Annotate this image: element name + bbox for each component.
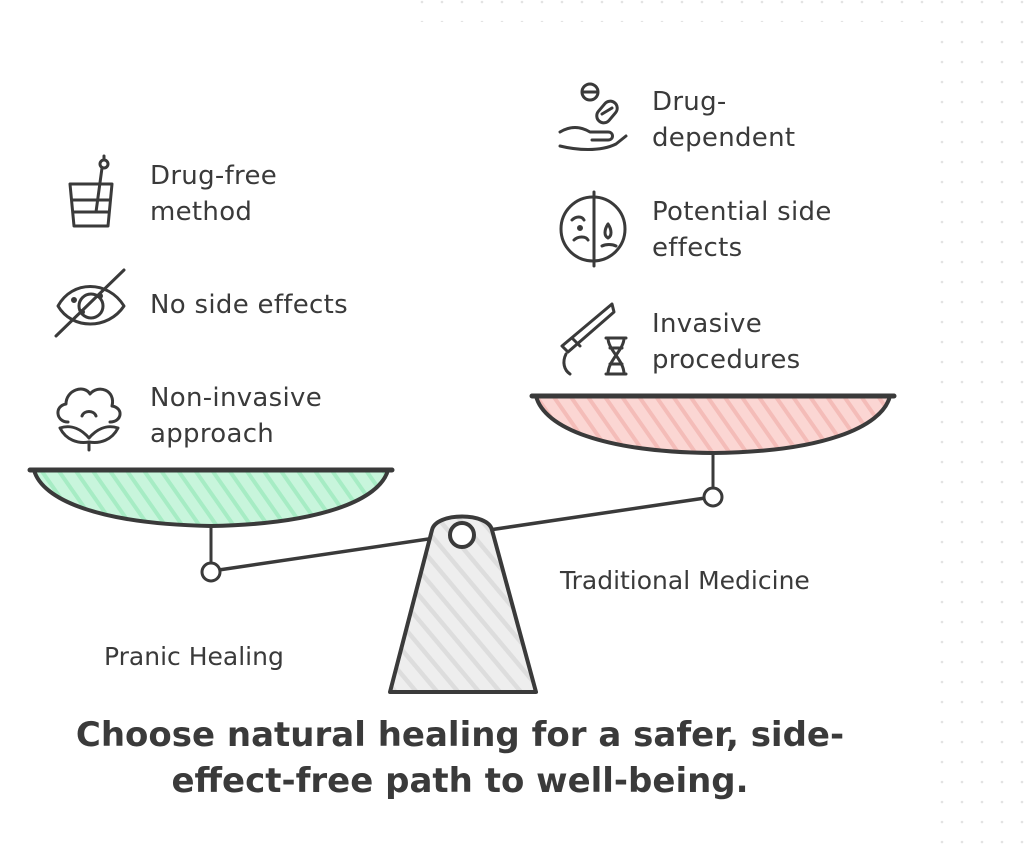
cloud-lotus-icon (50, 376, 128, 454)
left-item-label-3: Non-invasive approach (150, 383, 322, 449)
pills-hand-icon (556, 80, 634, 158)
scalpel-dna-icon (554, 300, 632, 378)
fulcrum-pin (448, 521, 476, 549)
headline: Choose natural healing for a safer, side… (75, 715, 845, 801)
left-pan (32, 468, 390, 528)
right-pan (534, 394, 892, 455)
right-item-label-1: Drug- dependent (652, 87, 796, 153)
left-item-label-2: No side effects (150, 290, 348, 320)
left-item-label-1: Drug-free method (150, 161, 278, 227)
eye-off-icon (52, 266, 130, 344)
left-pivot (200, 561, 222, 583)
split-face-icon (554, 190, 632, 268)
right-pivot (702, 486, 724, 508)
right-item-label-2: Potential side effects (652, 197, 832, 263)
left-side-title: Pranic Healing (104, 642, 284, 671)
fulcrum (388, 514, 538, 694)
right-side-title: Traditional Medicine (560, 566, 810, 595)
right-item-label-3: Invasive procedures (652, 309, 801, 375)
glass-water-icon (56, 154, 134, 232)
